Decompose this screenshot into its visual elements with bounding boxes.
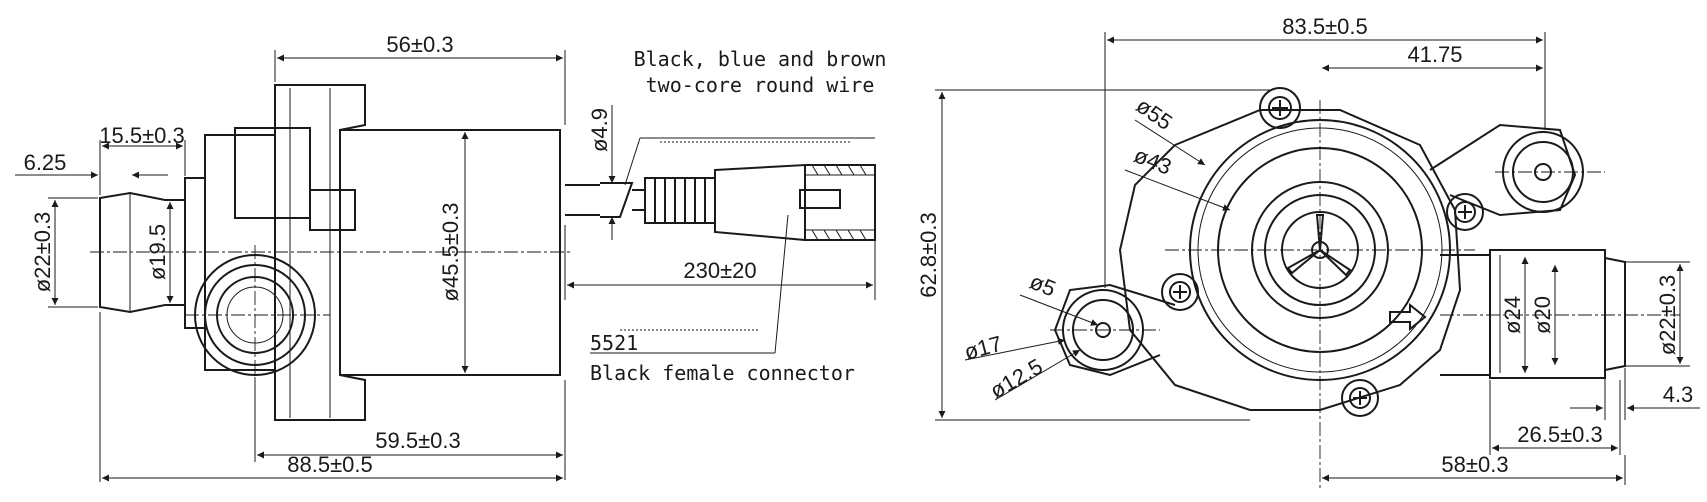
dim-dia-20: ø20 (1530, 296, 1555, 334)
dim-dia-22-right: ø22±0.3 (1655, 275, 1680, 356)
dim-83-5: 83.5±0.5 (1282, 14, 1367, 39)
dim-230: 230±20 (683, 258, 756, 283)
dim-26-5: 26.5±0.3 (1517, 422, 1602, 447)
pump-housing-outline (1118, 109, 1462, 411)
side-view: 56±0.3 15.5±0.3 6.25 ø22±0.3 ø19.5 ø45.5… (15, 32, 570, 482)
front-view: 83.5±0.5 41.75 ø55 ø43 62.8±0.3 ø5 ø17 ø… (916, 14, 1700, 490)
dim-dia-4-9: ø4.9 (587, 108, 612, 152)
dim-88-5: 88.5±0.5 (287, 452, 372, 477)
screw-bottom (1341, 379, 1379, 417)
dim-dia-19-5: ø19.5 (145, 224, 170, 280)
dim-dia-17: ø17 (962, 331, 1005, 365)
mounting-ear-right (1429, 123, 1577, 217)
screw-right (1446, 193, 1484, 231)
connector-note: Black female connector (590, 361, 855, 385)
dim-41-75: 41.75 (1407, 42, 1462, 67)
wire-note-line1: Black, blue and brown (634, 47, 887, 71)
screw-left (1161, 273, 1199, 311)
mounting-flange (274, 84, 366, 421)
dim-dia-45-5: ø45.5±0.3 (438, 203, 463, 302)
dim-dia-5: ø5 (1026, 269, 1059, 302)
wire-note-line2: two-core round wire (646, 73, 875, 97)
cable-assembly: Black, blue and brown two-core round wir… (564, 47, 887, 385)
dim-59-5: 59.5±0.3 (375, 428, 460, 453)
connector-thread (804, 164, 876, 241)
connector-code: 5521 (590, 331, 638, 355)
dim-58: 58±0.3 (1441, 452, 1508, 477)
screw-top (1259, 87, 1301, 129)
dim-56: 56±0.3 (386, 32, 453, 57)
dim-dia-12-5: ø12.5 (986, 354, 1047, 404)
dim-6-25: 6.25 (24, 150, 67, 175)
dim-dia-55: ø55 (1132, 93, 1177, 135)
dim-dia-24: ø24 (1500, 296, 1525, 334)
dim-4-3: 4.3 (1663, 382, 1694, 407)
inlet-nozzle (99, 191, 186, 314)
strain-relief (632, 177, 716, 224)
dim-15-5: 15.5±0.3 (99, 123, 184, 148)
volute-housing (204, 134, 276, 371)
female-connector-body (714, 163, 806, 242)
dim-dia-22: ø22±0.3 (30, 212, 55, 293)
flow-direction-arrow (1389, 302, 1427, 332)
dim-62-8: 62.8±0.3 (916, 212, 941, 297)
housing-boss (234, 127, 311, 219)
